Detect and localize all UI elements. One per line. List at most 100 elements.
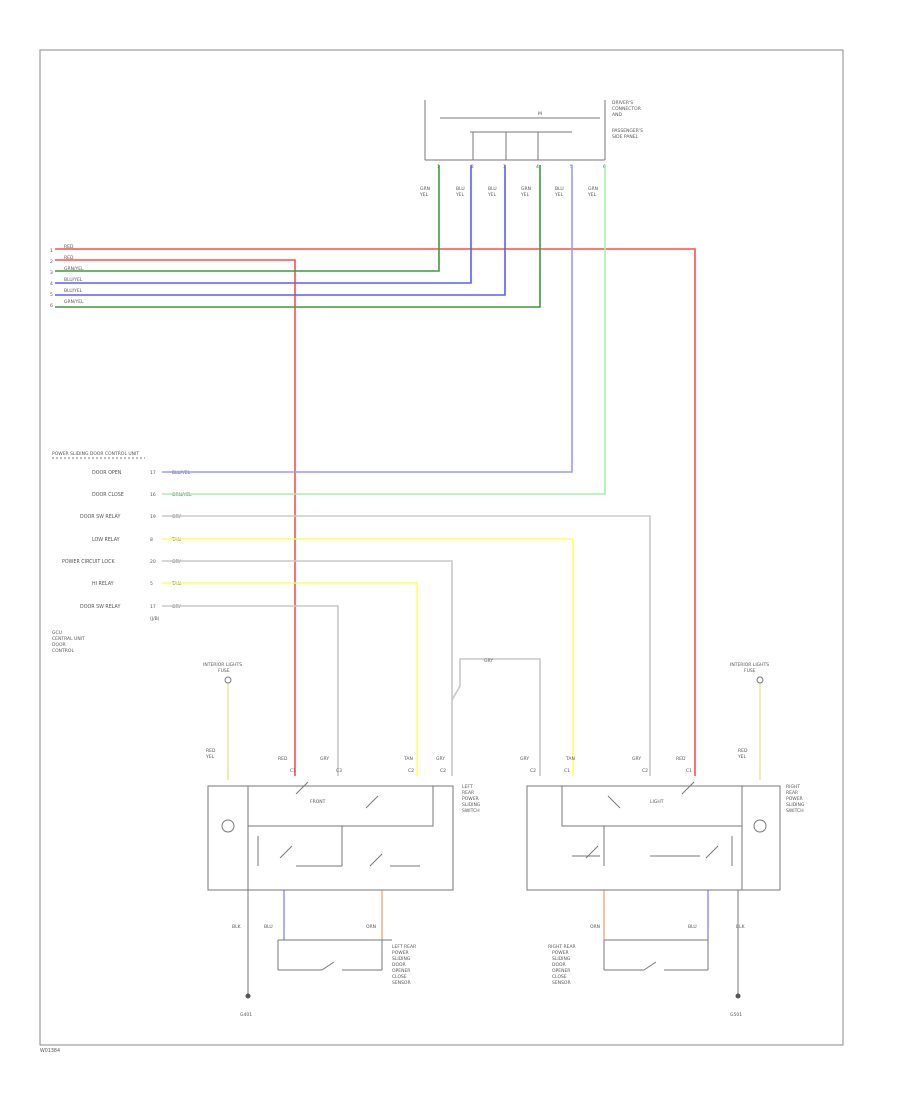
connector-pin: 4	[536, 164, 539, 170]
right-fuse-label: INTERIOR LIGHTS	[730, 662, 769, 668]
left-pin: C3	[336, 768, 342, 774]
harness-wire: RED	[64, 255, 74, 261]
wire-door-sw-2	[162, 605, 339, 776]
connector-wire-code: YEL	[554, 192, 564, 198]
wire-low-relay	[162, 538, 574, 776]
connector-wire-code: YEL	[455, 192, 465, 198]
wire-door-open	[162, 165, 573, 473]
harness-wire: RED	[64, 244, 74, 250]
right-sensor-label: OPENER	[552, 968, 570, 974]
left-bottom-wire: ORN	[366, 924, 376, 930]
left-feed-wire: YEL	[205, 754, 215, 760]
left-relay-label: FRONT	[310, 799, 326, 805]
right-module: INTERIOR LIGHTS FUSE RED YEL GRY TAN GRY…	[520, 662, 805, 1018]
control-row-wire: GRN/YEL	[172, 492, 192, 498]
connector-wire-code: GRN	[420, 186, 430, 192]
right-pin: C2	[530, 768, 536, 774]
left-fuse-label: FUSE	[218, 668, 230, 674]
right-pin-wire: GRY	[520, 756, 529, 762]
right-pin-wire: RED	[676, 756, 686, 762]
wire-door-sw-1	[162, 515, 651, 776]
control-row-pin: 8	[150, 537, 153, 543]
harness-pin: 2	[50, 259, 53, 265]
left-sensor-label: POWER	[392, 950, 409, 956]
jumper-wire-label: GRY	[484, 658, 493, 664]
control-row-name: DOOR SW RELAY	[80, 604, 120, 610]
right-feed-wire: YEL	[737, 754, 747, 760]
left-sensor-label: DOOR	[392, 962, 406, 968]
control-row-pin: 17	[150, 470, 156, 476]
control-row-pin: 16	[150, 492, 156, 498]
connector-wire-code: GRN	[521, 186, 531, 192]
connector-title-3: AND	[612, 112, 622, 118]
left-module: INTERIOR LIGHTS FUSE RED YEL RED GRY TAN…	[203, 662, 481, 1018]
svg-text:M: M	[538, 111, 542, 117]
right-pin: C1	[564, 768, 570, 774]
control-row-name: POWER CIRCUIT LOCK	[62, 559, 116, 565]
connector-wire-code: YEL	[487, 192, 497, 198]
wire-grn-1	[55, 165, 440, 272]
left-side-label: SLIDING	[462, 802, 481, 808]
left-feed-wire: RED	[206, 748, 216, 754]
right-pin-wire: GRY	[632, 756, 641, 762]
harness-labels: 1 2 3 4 5 6 RED RED GRN/YEL BLU/YEL BLU/…	[50, 244, 84, 309]
left-pin-wire: RED	[278, 756, 288, 762]
right-relay-label: LIGHT	[650, 799, 664, 805]
left-pin-wire: GRY	[320, 756, 329, 762]
left-pin: C1	[290, 768, 296, 774]
wire-jumper	[451, 658, 541, 776]
control-unit-header: POWER SLIDING DOOR CONTROL UNIT	[52, 451, 139, 457]
right-sensor-label: CLOSE	[552, 974, 567, 980]
wire-red-2	[55, 259, 296, 776]
right-sensor-label: RIGHT REAR	[548, 944, 576, 950]
control-row-name: DOOR CLOSE	[92, 492, 124, 498]
control-unit-note: CONTROL	[52, 648, 74, 654]
connector-wire-code: GRN	[588, 186, 598, 192]
control-row-wire: BLU/YEL	[172, 470, 191, 476]
left-sensor-label: LEFT REAR	[392, 944, 416, 950]
right-sensor-label: SLIDING	[552, 956, 571, 962]
harness-pin: 3	[50, 270, 53, 276]
right-feed-wire: RED	[738, 748, 748, 754]
right-sensor-label: DOOR	[552, 962, 566, 968]
control-row-name: DOOR OPEN	[92, 470, 122, 476]
left-pin: C2	[408, 768, 414, 774]
wire-hi-relay	[162, 582, 418, 776]
right-pin-wire: TAN	[565, 756, 575, 762]
control-row-wire: TAN	[171, 537, 181, 543]
control-row-pin: 17	[150, 604, 156, 610]
left-pin: C2	[440, 768, 446, 774]
harness-pin: 1	[50, 248, 53, 254]
left-side-label: SWITCH	[462, 808, 480, 814]
harness-pin: 6	[50, 303, 53, 309]
right-fuse-label: FUSE	[744, 668, 756, 674]
control-row-name: LOW RELAY	[92, 537, 120, 543]
top-connector: M DRIVER'S CONNECTOR AND PASSENGER'S SID…	[419, 100, 643, 198]
diagram-frame	[39, 49, 844, 1046]
left-side-label: LEFT	[462, 784, 473, 790]
right-side-label: SWITCH	[786, 808, 804, 814]
harness-wire: BLU/YEL	[64, 277, 83, 283]
connector-wire-code: BLU	[555, 186, 564, 192]
right-side-label: POWER	[786, 796, 803, 802]
harness-wire: BLU/YEL	[64, 288, 83, 294]
harness-wire: GRN/YEL	[64, 266, 84, 272]
left-bottom-wire: BLK	[232, 924, 242, 930]
right-bottom-wire: BLU	[688, 924, 697, 930]
diagram-code: W01384	[40, 1048, 60, 1054]
right-ground-label: G501	[730, 1012, 742, 1018]
left-sensor-label: OPENER	[392, 968, 410, 974]
control-row-wire: GRY	[172, 559, 181, 565]
control-row-pin: 20	[150, 559, 156, 565]
connector-title-2: CONNECTOR	[612, 106, 641, 112]
left-fuse-label: INTERIOR LIGHTS	[203, 662, 242, 668]
right-bottom-wire: BLK	[736, 924, 746, 930]
wire-red-1	[55, 248, 696, 776]
harness-pin: 4	[50, 281, 53, 287]
right-sensor-label: POWER	[552, 950, 569, 956]
control-unit-note: GCU	[52, 630, 62, 636]
left-sensor-label: SENSOR	[392, 980, 411, 986]
control-row-name: DOOR SW RELAY	[80, 514, 120, 520]
wire-blu-2	[55, 165, 506, 296]
